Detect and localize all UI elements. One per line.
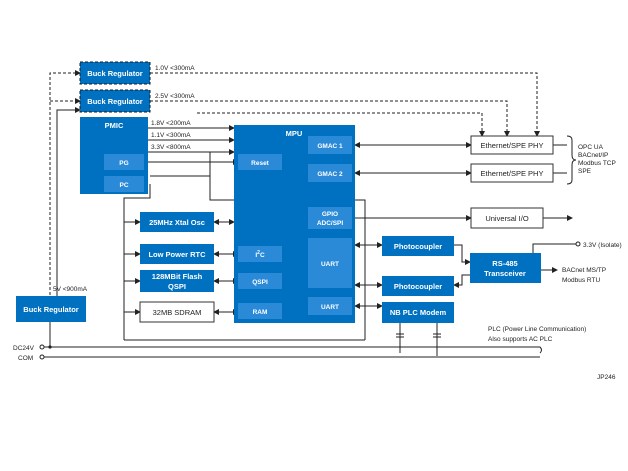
isolate-label: 3.3V (Isolate): [583, 242, 622, 249]
svg-text:UART: UART: [321, 304, 339, 311]
mpu-reset-port: [238, 154, 282, 170]
xtal-osc-block: 25MHz Xtal Osc: [140, 212, 214, 232]
sdram-block: 32MB SDRAM: [139, 301, 215, 323]
protocol-label-3: Modbus TCP: [578, 160, 616, 167]
svg-text:Buck Regulator: Buck Regulator: [87, 97, 143, 106]
svg-text:32MB SDRAM: 32MB SDRAM: [153, 308, 202, 317]
figure-code: JP246: [597, 374, 616, 381]
svg-text:1.1V <300mA: 1.1V <300mA: [151, 132, 191, 139]
protocol-labels: OPC UA BACnet/IP Modbus TCP SPE: [578, 144, 616, 175]
plc-label-1: PLC (Power Line Communication): [488, 326, 586, 333]
svg-text:Transceiver: Transceiver: [484, 269, 526, 278]
svg-text:PMIC: PMIC: [105, 121, 124, 130]
mpu-uart-port-a: [308, 238, 352, 288]
mpu-qspi-port: [238, 273, 282, 289]
plc-label-2: Also supports AC PLC: [488, 336, 553, 343]
protocol-label-1: OPC UA: [578, 144, 604, 151]
svg-text:PC: PC: [119, 182, 128, 189]
mpu-gmac2-port: [308, 164, 352, 182]
pmic-pg-port: [104, 154, 144, 170]
svg-text:Ethernet/SPE PHY: Ethernet/SPE PHY: [481, 169, 544, 178]
svg-text:Buck Regulator: Buck Regulator: [23, 305, 79, 314]
dc24v-label: DC24V: [13, 345, 35, 352]
svg-text:128MBit Flash: 128MBit Flash: [152, 272, 203, 281]
photocoupler-1: Photocoupler: [382, 236, 454, 256]
svg-text:Low Power RTC: Low Power RTC: [148, 250, 206, 259]
flash-block: 128MBit Flash QSPI: [140, 270, 214, 292]
svg-text:25MHz Xtal Osc: 25MHz Xtal Osc: [149, 218, 205, 227]
photocoupler-2: Photocoupler: [382, 276, 454, 296]
pmic-pc-port: [104, 176, 144, 192]
svg-text:ADC/SPI: ADC/SPI: [317, 220, 344, 227]
bacnet-label-2: Modbus RTU: [562, 277, 600, 284]
ethernet-phy-1: Ethernet/SPE PHY: [470, 135, 554, 155]
svg-text:PG: PG: [119, 160, 128, 167]
rs485-transceiver: RS-485 Transceiver: [470, 253, 541, 283]
svg-text:RAM: RAM: [253, 309, 268, 316]
nb-plc-modem: NB PLC Modem: [382, 302, 454, 323]
svg-text:Photocoupler: Photocoupler: [394, 282, 442, 291]
mpu-gmac1-port: [308, 136, 352, 154]
svg-text:UART: UART: [321, 261, 339, 268]
com-label: COM: [18, 355, 33, 362]
mpu-ram-port: [238, 303, 282, 319]
universal-io-block: Universal I/O: [470, 207, 544, 229]
mpu-gpio-port: [308, 207, 352, 229]
pmic-block: PMIC PG PC: [80, 117, 148, 194]
svg-text:GMAC 1: GMAC 1: [317, 143, 343, 150]
mpu-i2c-port: [238, 246, 282, 262]
svg-text:Reset: Reset: [251, 160, 270, 167]
svg-text:NB PLC Modem: NB PLC Modem: [390, 308, 447, 317]
svg-text:RS-485: RS-485: [492, 259, 517, 268]
svg-text:Ethernet/SPE PHY: Ethernet/SPE PHY: [481, 141, 544, 150]
svg-text:Universal I/O: Universal I/O: [485, 214, 529, 223]
ethernet-phy-2: Ethernet/SPE PHY: [470, 163, 554, 183]
protocol-bracket: [566, 135, 577, 185]
svg-text:I2C: I2C: [255, 250, 265, 259]
svg-text:MPU: MPU: [286, 129, 303, 138]
mpu-block: MPU Reset GMAC 1 GMAC 2 GPIO ADC/SPI UAR…: [234, 125, 355, 323]
svg-text:1.8V <200mA: 1.8V <200mA: [151, 120, 191, 127]
connection-lines: [39, 70, 581, 360]
svg-text:Photocoupler: Photocoupler: [394, 242, 442, 251]
rail-labels: 1.0V <300mA 2.5V <300mA 1.8V <200mA 1.1V…: [53, 65, 195, 293]
buck-regulator-left: Buck Regulator: [16, 296, 86, 322]
svg-text:3.3V <800mA: 3.3V <800mA: [151, 144, 191, 151]
svg-text:5V <900mA: 5V <900mA: [53, 286, 88, 293]
svg-text:2.5V <300mA: 2.5V <300mA: [155, 93, 195, 100]
svg-text:GMAC 2: GMAC 2: [317, 171, 343, 178]
mpu-uart-port-b: [308, 297, 352, 315]
svg-text:GPIO: GPIO: [322, 211, 338, 218]
protocol-label-2: BACnet/IP: [578, 152, 608, 159]
buck-regulator-top-1: Buck Regulator: [79, 61, 151, 85]
svg-text:1.0V <300mA: 1.0V <300mA: [155, 65, 195, 72]
protocol-label-4: SPE: [578, 168, 592, 175]
svg-text:Buck Regulator: Buck Regulator: [87, 69, 143, 78]
svg-text:QSPI: QSPI: [168, 282, 186, 291]
rtc-block: Low Power RTC: [140, 244, 214, 264]
buck-regulator-top-2: Buck Regulator: [79, 89, 151, 113]
svg-text:QSPI: QSPI: [252, 279, 268, 286]
bacnet-label-1: BACnet MS/TP: [562, 267, 606, 274]
